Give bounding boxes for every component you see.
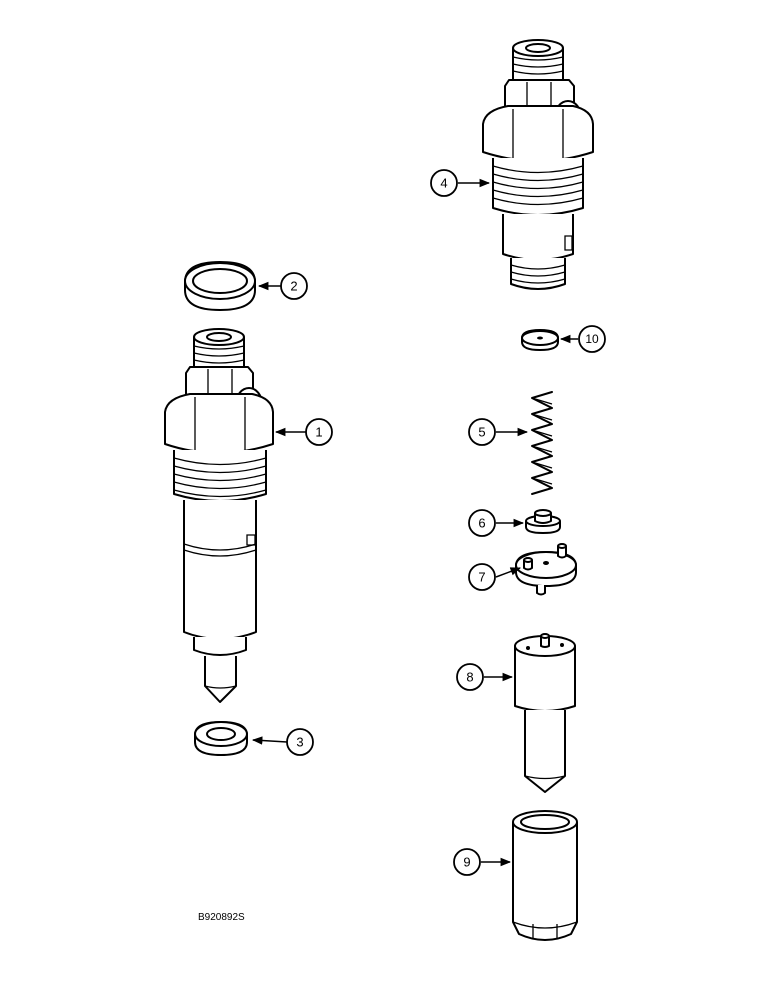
svg-text:2: 2: [290, 279, 297, 294]
callout-6: 6: [468, 509, 496, 537]
nozzle-retaining-nut: [512, 810, 578, 941]
pressure-spring: [531, 391, 553, 495]
svg-text:4: 4: [440, 176, 447, 191]
callout-7: 7: [468, 563, 496, 591]
callout-8: 8: [456, 663, 484, 691]
svg-text:10: 10: [585, 332, 599, 346]
injector-nozzle: [514, 633, 576, 793]
svg-text:1: 1: [315, 425, 322, 440]
lower-sealing-washer: [194, 721, 248, 756]
callout-3: 3: [286, 728, 314, 756]
upper-sealing-washer: [184, 261, 256, 311]
svg-text:5: 5: [478, 425, 485, 440]
svg-text:3: 3: [296, 735, 303, 750]
figure-reference: B920892S: [198, 912, 245, 923]
callout-10: 10: [578, 325, 606, 353]
callout-2: 2: [280, 272, 308, 300]
callout-1: 1: [305, 418, 333, 446]
callout-9: 9: [453, 848, 481, 876]
shim-washer: [521, 329, 559, 351]
svg-text:7: 7: [478, 570, 485, 585]
intermediate-disc: [515, 543, 577, 596]
svg-text:6: 6: [478, 516, 485, 531]
injector-assembly: [164, 328, 274, 703]
svg-text:9: 9: [463, 855, 470, 870]
nozzle-holder-body: [482, 39, 594, 290]
svg-text:8: 8: [466, 670, 473, 685]
callout-4: 4: [430, 169, 458, 197]
spring-seat: [525, 509, 561, 534]
callout-5: 5: [468, 418, 496, 446]
leader-lines: [251, 178, 578, 867]
